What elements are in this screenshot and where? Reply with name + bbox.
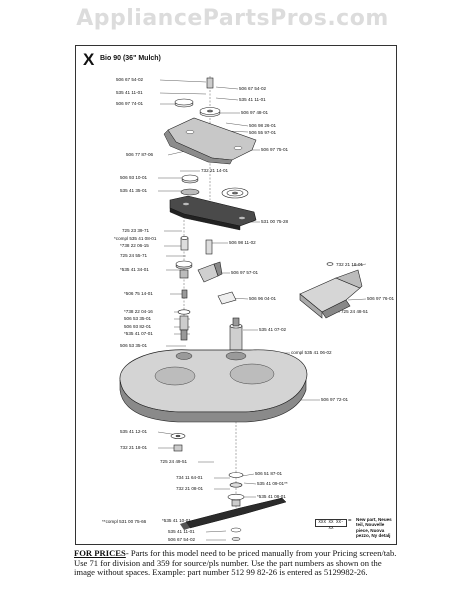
part-label: 732 21 18-01 [120,445,148,450]
part-label: 535 41 09-01** [257,481,288,486]
idler-arm [197,239,237,305]
pricing-note: FOR PRICES- Parts for this model need to… [74,548,404,578]
part-label: 506 96 04-01 [249,296,277,301]
new-part-legend: New part, Neues teil, Nouvelle piece, Nu… [356,517,392,539]
part-label: *738 22 04-16 [124,309,153,314]
part-label: 506 97 48-01 [241,110,269,115]
part-label: 506 53 35-01 [124,316,152,321]
part-label: 725 24 49-51 [160,459,188,464]
pricing-heading: FOR PRICES [74,548,126,558]
right-spindle [229,317,243,351]
new-part-code-box: XXX XX XX-XX [315,519,347,531]
part-label: **compl 531 00 75-66 [102,519,147,524]
diagram-frame [75,45,397,545]
part-label: 506 67 54-02 [239,86,267,91]
watermark: AppliancePartsPros.com [76,6,389,31]
part-label: *738 22 06-15 [120,243,149,248]
upper-pulleys [174,77,221,117]
part-label: 535 41 11-01 [168,529,195,534]
part-label: 506 55 97-01 [249,130,277,135]
part-label: *535 41 34-01 [120,267,149,272]
part-label: 531 00 75-28 [261,219,289,224]
part-label: 506 67 54-02 [168,537,196,542]
part-label: compl 535 41 06-02 [291,350,332,355]
part-label: *535 41 08-01 [257,494,286,499]
part-label: 535 41 11-01 [239,97,266,102]
part-label: 506 97 57-01 [231,270,259,275]
mower-blade [180,497,287,541]
part-labels: 506 67 54-02 535 41 11-01 506 97 74-01 5… [102,77,395,542]
part-label: 506 98 26-01 [249,123,277,128]
part-label: 725 24 55-71 [120,253,148,258]
part-label: 732 21 08-01 [176,486,204,491]
part-label: 506 93 82-01 [124,324,152,329]
part-label: *535 41 10-01 [162,518,191,523]
middle-pulleys [180,174,249,199]
part-label: *compl 535 41 08-01 [114,236,157,241]
legend-arrow-icon: = [348,518,352,524]
part-label: 725 23 39-71 [122,228,150,233]
lower-belt-cover [169,195,257,231]
part-label: 506 67 54-02 [116,77,144,82]
part-label: 535 41 12-01 [120,429,148,434]
upper-belt-cover [163,117,257,165]
part-label: 535 41 35-01 [120,188,148,193]
part-label: 506 98 11-02 [229,240,256,245]
part-label: 535 41 11-01 [116,90,143,95]
part-label: 732 21 18-01 [336,262,364,267]
side-bracket [299,262,363,319]
model-title: Bio 90 (36" Mulch) [100,55,161,62]
part-label: *506 75 14-01 [124,291,153,296]
lower-hardware [170,433,245,507]
section-letter: X [83,50,95,69]
part-label: 506 97 76-01 [367,296,395,301]
left-spindle-parts [175,236,193,341]
part-label: 734 11 64-01 [176,475,203,480]
part-label: 506 93 10-01 [120,175,148,180]
part-label: 535 41 07-02 [259,327,287,332]
mower-deck [119,349,308,423]
part-label: 506 51 87-01 [255,471,283,476]
part-label: 506 97 72-01 [321,397,349,402]
part-label: 506 97 75-01 [261,147,289,152]
part-label: *535 41 07-01 [124,331,153,336]
part-label: 725 24 48-51 [341,309,369,314]
part-label: 506 53 35-01 [120,343,148,348]
pricing-text: - Parts for this model need to be priced… [74,548,397,578]
part-label: 506 77 87-06 [126,152,154,157]
part-label: 506 97 74-01 [116,101,144,106]
part-label: 732 21 14-01 [201,168,229,173]
